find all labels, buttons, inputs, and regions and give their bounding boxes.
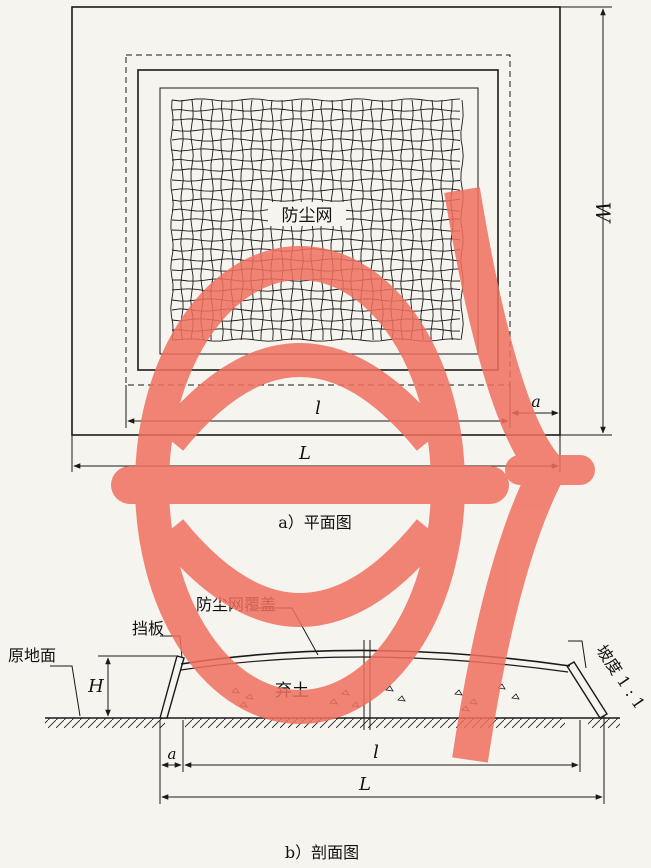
dim-l-section-label: l (373, 742, 379, 763)
dim-l-plan-label: l (315, 398, 321, 419)
net-line-horizontal (171, 238, 461, 242)
dimension-w (560, 6, 612, 436)
spoil-particle (385, 685, 394, 692)
watermark-upper-arc (156, 343, 444, 451)
ground-hatch-left (45, 718, 165, 728)
net-line-horizontal (171, 138, 461, 142)
net-line-horizontal (171, 108, 461, 112)
spoil-particle (397, 695, 406, 702)
net-line-vertical (420, 99, 424, 341)
dim-a-section-label: a (168, 745, 177, 763)
ground-hatch-mid (185, 718, 565, 728)
dim-L-section-label: L (358, 774, 371, 795)
slope-label: 坡度 1 : 1 (592, 641, 649, 712)
watermark-logo (111, 187, 595, 763)
baffle-label: 挡板 (132, 619, 164, 638)
net-line-horizontal (171, 128, 461, 132)
net-line-vertical (410, 99, 414, 341)
dimension-H (98, 655, 176, 717)
net-line-vertical (350, 99, 354, 341)
net-line-vertical (240, 99, 244, 341)
right-baffle (566, 661, 608, 719)
section-dims (159, 716, 605, 804)
net-line-horizontal (171, 228, 461, 232)
net-line-horizontal (171, 98, 461, 102)
plan-caption: a）平面图 (278, 513, 352, 532)
dim-w-label: W (591, 202, 615, 224)
section-caption: b）剖面图 (285, 843, 359, 862)
watermark-lower-arc (156, 519, 444, 627)
outer-boundary (71, 6, 561, 436)
left-baffle (159, 655, 185, 719)
net-line-horizontal (172, 168, 461, 172)
net-line-horizontal (171, 188, 461, 192)
dim-a-plan-label: a (531, 392, 541, 411)
net-line-vertical (170, 99, 174, 341)
spoil-particle (454, 689, 463, 696)
net-label-bg (268, 202, 346, 226)
ground-label: 原地面 (8, 646, 56, 665)
dashed-boundary (125, 54, 511, 386)
net-line-horizontal (171, 158, 461, 162)
dim-L-plan-label: L (298, 443, 311, 464)
net-line-horizontal (171, 178, 461, 182)
spoil-particle (511, 693, 520, 700)
dim-H-label: H (87, 676, 104, 697)
net-line-horizontal (171, 198, 461, 202)
net-line-horizontal (171, 148, 461, 152)
net-line-horizontal (171, 118, 461, 122)
net-line-vertical (250, 99, 254, 341)
net-line-vertical (430, 99, 434, 341)
net-label: 防尘网 (282, 206, 333, 226)
